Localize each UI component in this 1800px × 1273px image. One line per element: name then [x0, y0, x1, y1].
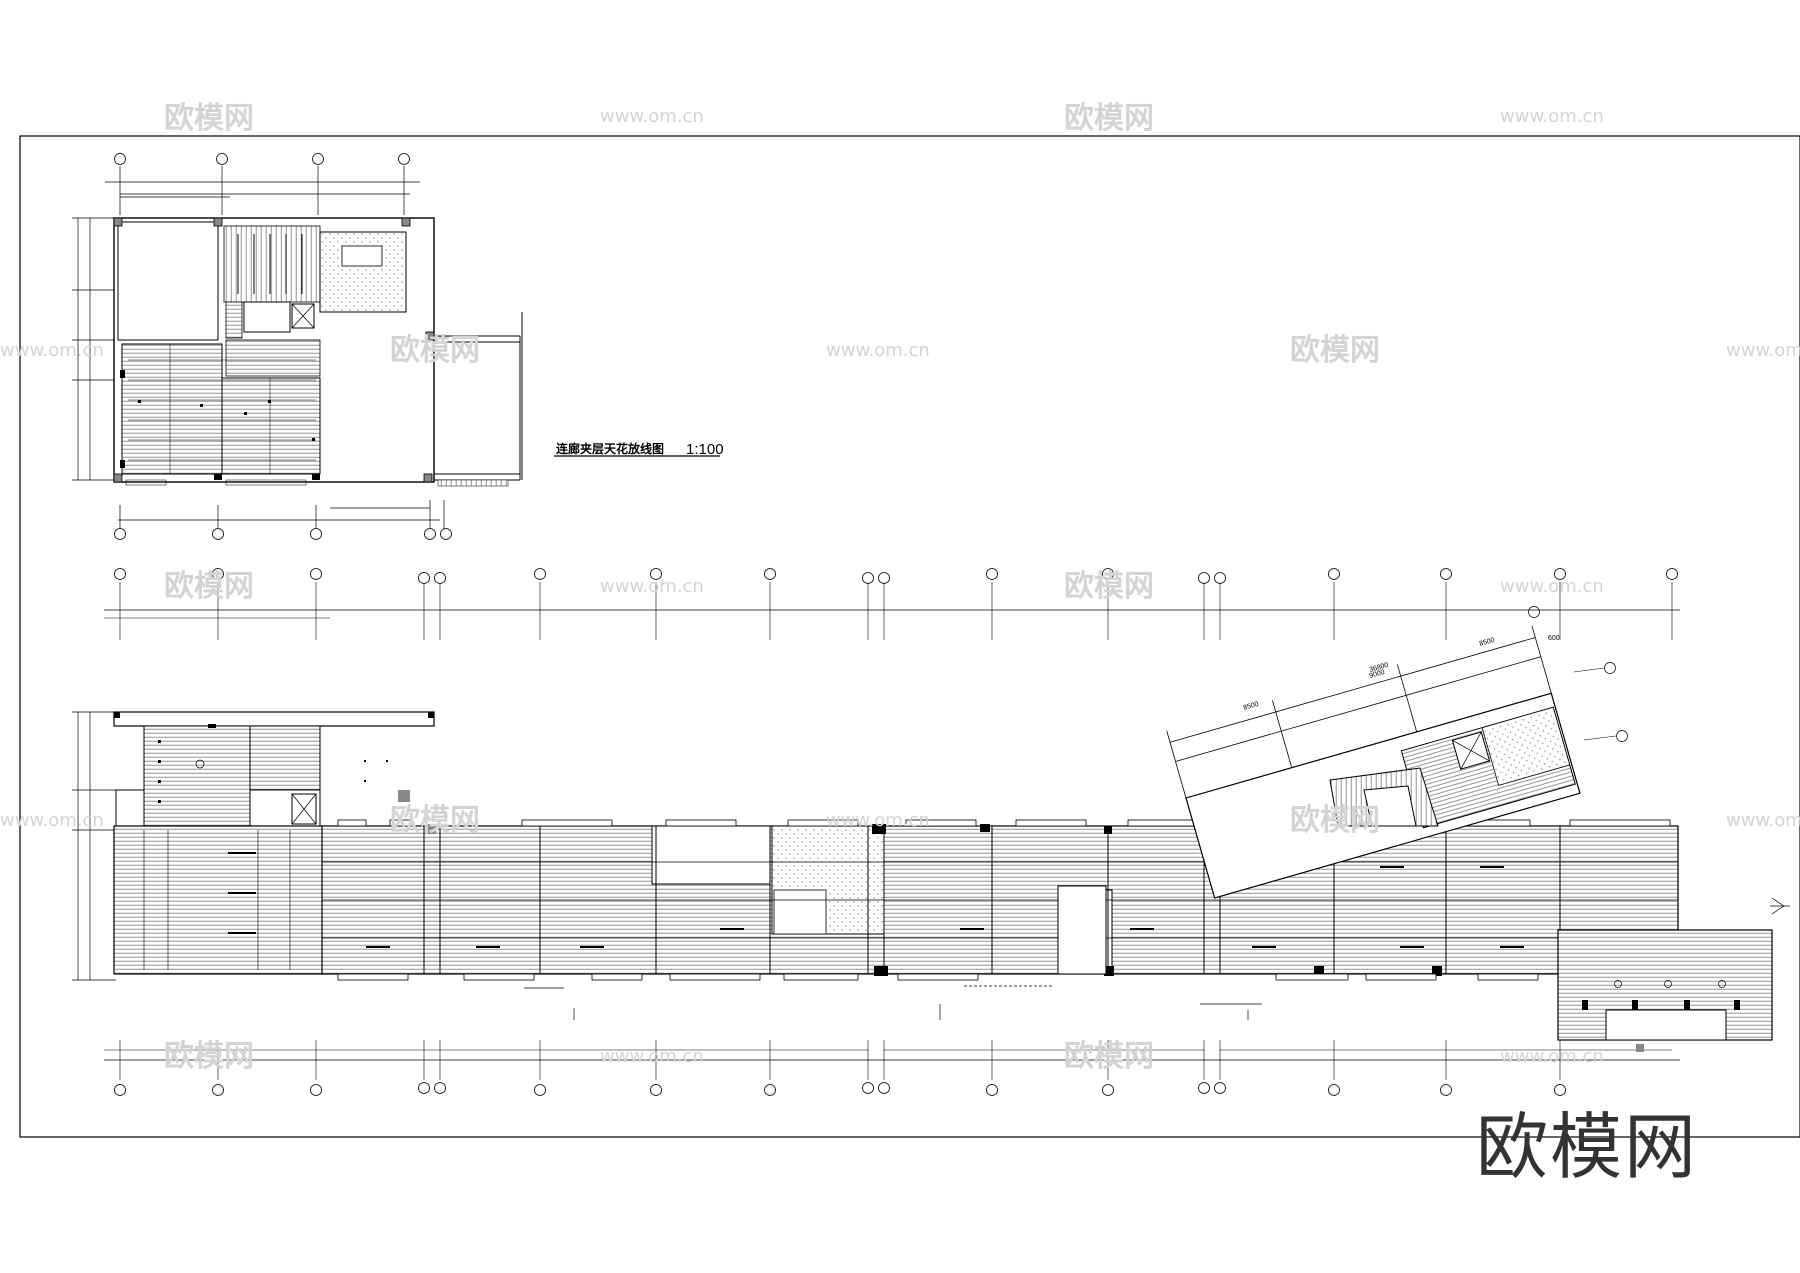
watermark-url: www.om.cn [0, 340, 104, 361]
watermark-cn: 欧模网 [1290, 803, 1380, 838]
watermark-url: www.om.cn [600, 106, 704, 127]
watermark-url: www.om.cn [1500, 1046, 1604, 1067]
watermark-url: www.om.cn [0, 810, 104, 831]
watermark-cn: 欧模网 [164, 569, 254, 604]
upper-plan [72, 153, 523, 540]
brand-watermark: 欧模网 [1476, 1105, 1699, 1189]
watermark-url: www.om.cn [600, 576, 704, 597]
dimension-angled-small: 600 [1548, 635, 1560, 642]
watermark-url: www.om.cn [826, 340, 930, 361]
watermark-cn: 欧模网 [390, 333, 480, 368]
dimension-angled-segment-3: 8500 [1479, 637, 1496, 648]
watermark-url: www.om.cn [1726, 340, 1800, 361]
drawing-scale: 1:100 [686, 441, 724, 458]
watermark-cn: 欧模网 [390, 803, 480, 838]
main-plan [72, 568, 1790, 1096]
watermark-layer: 欧模网 www.om.cn 欧模网 www.om.cn www.om.cn 欧模… [0, 101, 1800, 1074]
dimension-angled-segment-1: 8500 [1243, 701, 1260, 712]
watermark-url: www.om.cn [1726, 810, 1800, 831]
drawing-frame [19, 135, 1800, 1138]
watermark-url: www.om.cn [1500, 576, 1604, 597]
watermark-url: www.om.cn [600, 1046, 704, 1067]
drawing-title: 连廊夹层天花放线图 [556, 442, 665, 456]
watermark-cn: 欧模网 [1064, 1039, 1154, 1074]
watermark-url: www.om.cn [1500, 106, 1604, 127]
watermark-cn: 欧模网 [1064, 569, 1154, 604]
watermark-cn: 欧模网 [164, 101, 254, 136]
dimension-angled-segment-2: 9000 [1369, 669, 1386, 680]
watermark-url: www.om.cn [826, 810, 930, 831]
watermark-cn: 欧模网 [1064, 101, 1154, 136]
watermark-cn: 欧模网 [1290, 333, 1380, 368]
watermark-cn: 欧模网 [164, 1039, 254, 1074]
